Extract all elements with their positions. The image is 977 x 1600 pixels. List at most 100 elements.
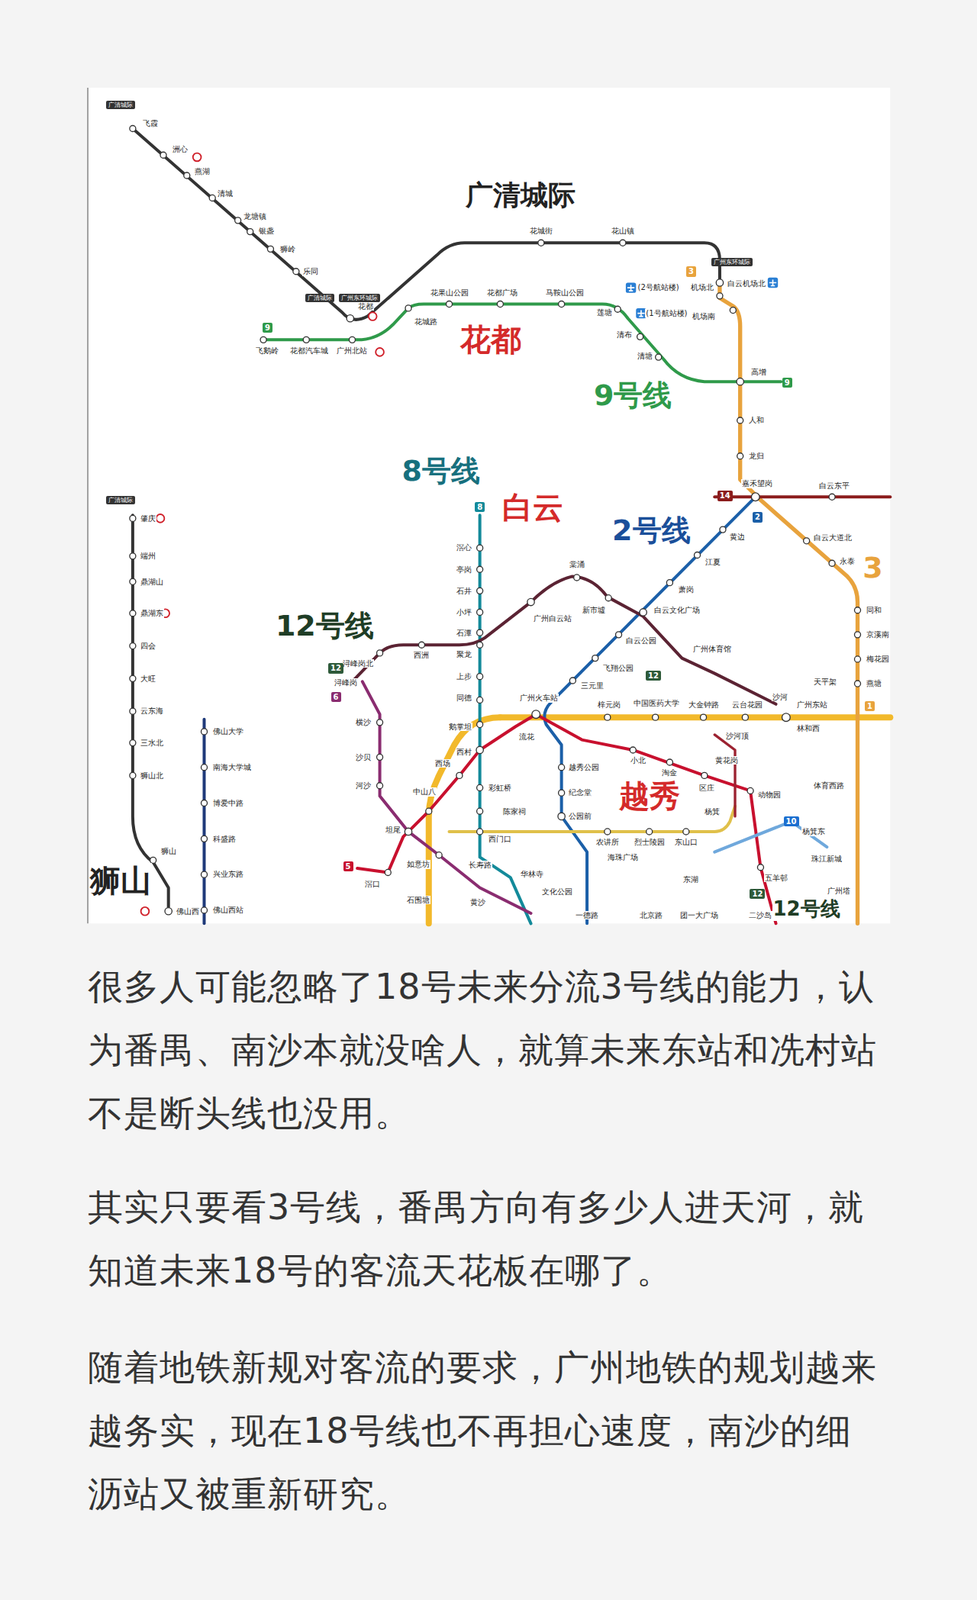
station-name: 白云东平: [818, 481, 851, 491]
body-paragraph: 其实只要看3号线，番禺方向有多少人进天河，就知道未来18号的客流天花板在哪了。: [87, 1176, 886, 1303]
map-graphic: [652, 714, 659, 721]
station-name: 南海大学城: [212, 763, 252, 773]
station-name: 杨箕: [703, 807, 721, 817]
station-name: 东湖: [682, 875, 700, 885]
station-name: 燕塘: [865, 679, 883, 689]
map-graphic: [737, 417, 744, 424]
map-graphic: [741, 714, 749, 721]
station-name: 淘金: [661, 768, 678, 778]
station-name: 黄花岗: [714, 756, 739, 766]
map-graphic: [129, 125, 136, 132]
map-graphic: [477, 722, 484, 729]
line-12: [351, 577, 776, 705]
badge-text: 5: [345, 862, 352, 872]
map-graphic: [477, 566, 484, 573]
map-graphic: [200, 835, 207, 842]
map-graphic: [200, 907, 207, 914]
station-name: 马鞍山公园: [544, 288, 585, 298]
map-graphic: [496, 301, 504, 308]
map-graphic: [445, 301, 452, 308]
station-name: 珠江新城: [810, 854, 843, 865]
line-badge: 5: [343, 861, 354, 873]
line-badge: 12: [645, 670, 662, 682]
line-name: 9号线: [593, 379, 673, 413]
map-graphic: [368, 312, 378, 321]
map-graphic: [614, 306, 621, 313]
map-graphic: [605, 595, 612, 602]
map-graphic: [828, 560, 836, 567]
district-label: 越秀: [618, 778, 681, 814]
station-name: 浔峰岗: [333, 678, 358, 688]
map-graphic: [736, 377, 744, 385]
line-badge: 9: [262, 322, 273, 334]
station-name: 白云公园: [625, 636, 658, 646]
map-graphic: [716, 293, 723, 300]
map-graphic: [200, 871, 207, 878]
line-name: 8号线: [401, 454, 481, 489]
badge-text: 8: [477, 503, 483, 513]
station-name: 天平架: [812, 677, 838, 687]
rail-icons: [141, 153, 384, 916]
station-name: 滘口: [364, 880, 381, 890]
badge-text: 2: [754, 512, 761, 523]
map-ground: [87, 87, 890, 924]
map-graphic: [666, 759, 673, 766]
station-name: 同德: [455, 693, 473, 703]
map-graphic: [477, 629, 484, 636]
map-graphic: [405, 305, 412, 312]
station-name: 广州塔: [826, 886, 852, 897]
map-graphic: [715, 279, 723, 287]
body-paragraph: 随着地铁新规对客流的要求，广州地铁的规划越来越务实，现在18号线也不再担心速度，…: [87, 1336, 886, 1527]
map-graphic: [666, 580, 673, 587]
badge-text: 9: [784, 378, 790, 388]
map-graphic: [235, 217, 242, 224]
station-name: 银盏: [257, 226, 275, 236]
station-name: 石围塘: [406, 896, 431, 906]
station-name: 四会: [139, 641, 157, 652]
map-graphic: [769, 279, 777, 286]
station-name: 黄沙: [469, 898, 487, 908]
district-label: 狮山: [89, 863, 152, 899]
map-graphic: [404, 828, 412, 836]
line-badge: 1: [864, 701, 875, 713]
map-graphic: [767, 277, 778, 288]
station-name: 团一大广场: [679, 911, 720, 921]
station-name: 公园前: [567, 812, 593, 822]
station-name: 西村: [455, 748, 473, 758]
map-graphic: [477, 808, 484, 815]
station-name: 沙贝: [354, 753, 372, 763]
station-name: 兴业东路: [212, 870, 245, 880]
line-badge: 12: [328, 663, 344, 674]
station-name: 二沙岛: [748, 911, 773, 921]
map-graphic: [854, 607, 861, 614]
station-name: 小坪: [455, 608, 473, 618]
badge-text: 10: [786, 817, 797, 827]
station-name: 大旺: [139, 674, 157, 684]
station-name: 小北: [629, 756, 647, 766]
map-graphic: [646, 828, 653, 836]
station-name: 科盛路: [212, 835, 237, 845]
station-name: 聚龙: [455, 650, 473, 660]
map-graphic: [129, 553, 136, 560]
station-name: 鼎湖东: [139, 609, 165, 619]
district-label: 白云: [501, 490, 565, 526]
station-name: 清塘: [636, 351, 654, 362]
station-name: 佛山西站: [212, 906, 245, 916]
badge-text: 广清城际: [108, 101, 133, 109]
map-graphic: [701, 772, 708, 779]
map-graphic: [655, 354, 662, 361]
station-name: 白云大道北: [812, 533, 853, 543]
map-graphic: [160, 151, 167, 158]
line-14: [714, 495, 890, 499]
station-name: 黄边: [728, 532, 746, 542]
station-name: 飞翔公园: [602, 664, 635, 674]
map-graphic: [538, 239, 545, 246]
map-graphic: [782, 713, 791, 723]
map-graphic: [729, 307, 736, 314]
map-graphic: [129, 610, 136, 617]
station-name: 花都汽车城: [289, 346, 329, 356]
station-name: 博爱中路: [212, 799, 245, 809]
station-name: 花果山公园: [429, 288, 470, 298]
map-graphic: [156, 514, 165, 523]
map-graphic: [627, 284, 635, 291]
